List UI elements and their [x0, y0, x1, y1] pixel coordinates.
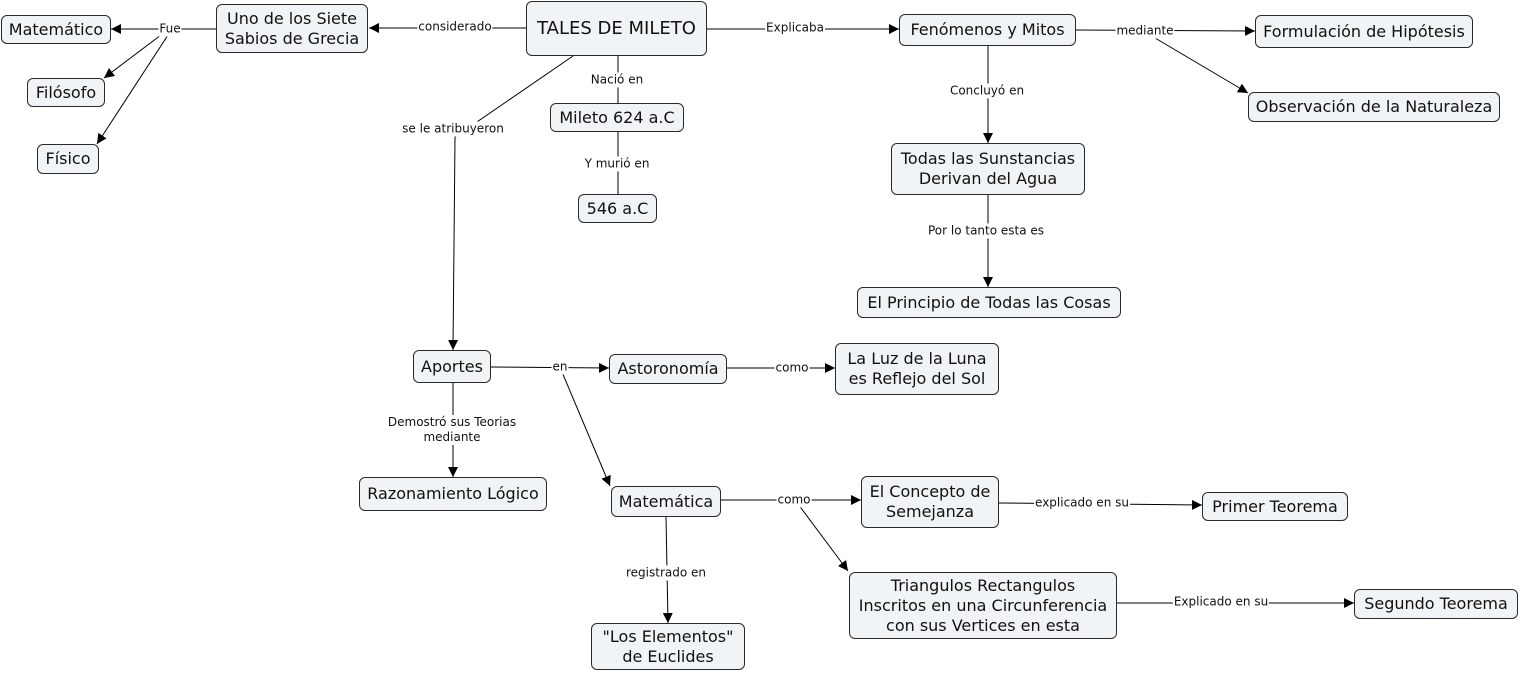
link-label-como-matematica: como — [776, 492, 812, 508]
link-label-considerado: considerado — [417, 19, 493, 35]
link-label-explicado-segundo: Explicado en su — [1172, 594, 1270, 610]
link-label-concluyo-en: Concluyó en — [948, 83, 1026, 99]
node-muerte[interactable]: 546 a.C — [578, 194, 657, 223]
node-filosofo[interactable]: Filósofo — [27, 78, 105, 107]
link-label-murio-en: Y murió en — [583, 156, 651, 172]
node-siete-sabios[interactable]: Uno de los Siete Sabios de Grecia — [216, 4, 368, 53]
node-triangulos-rectangulos[interactable]: Triangulos Rectangulos Inscritos en una … — [849, 572, 1117, 639]
node-primer-teorema[interactable]: Primer Teorema — [1202, 492, 1348, 521]
link-label-mediante: mediante — [1115, 23, 1175, 39]
link-label-por-lo-tanto: Por lo tanto esta es — [926, 223, 1046, 239]
node-mileto-nacimiento[interactable]: Mileto 624 a.C — [550, 103, 684, 132]
link-label-como-astronomia: como — [774, 360, 810, 376]
node-los-elementos-euclides[interactable]: "Los Elementos" de Euclides — [591, 623, 745, 670]
node-observacion-naturaleza[interactable]: Observación de la Naturaleza — [1248, 92, 1500, 122]
node-fenomenos-y-mitos[interactable]: Fenómenos y Mitos — [899, 14, 1076, 46]
link-label-explicado-primer: explicado en su — [1034, 495, 1130, 511]
node-tales-de-mileto[interactable]: TALES DE MILETO — [526, 1, 707, 56]
link-label-nacio-en: Nació en — [589, 72, 645, 88]
node-segundo-teorema[interactable]: Segundo Teorema — [1354, 589, 1518, 619]
node-matematica[interactable]: Matemática — [611, 486, 721, 517]
node-concepto-semejanza[interactable]: El Concepto de Semejanza — [861, 476, 999, 528]
node-aportes[interactable]: Aportes — [413, 350, 491, 383]
node-razonamiento-logico[interactable]: Razonamiento Lógico — [359, 477, 547, 511]
link-label-en: en — [551, 359, 569, 375]
node-fisico[interactable]: Físico — [37, 144, 99, 174]
link-label-fue: Fue — [158, 21, 182, 37]
link-label-atribuyeron: se le atribuyeron — [401, 121, 505, 137]
link-label-registrado-en: registrado en — [624, 565, 708, 581]
node-matematico[interactable]: Matemático — [1, 15, 111, 44]
node-formulacion-hipotesis[interactable]: Formulación de Hipótesis — [1255, 15, 1473, 48]
node-astronomia[interactable]: Astoronomía — [609, 354, 727, 384]
link-label-demostro: Demostró sus Teorias mediante — [386, 415, 518, 445]
node-luz-luna[interactable]: La Luz de la Luna es Reflejo del Sol — [835, 343, 999, 395]
node-principio-cosas[interactable]: El Principio de Todas las Cosas — [857, 287, 1121, 318]
link-label-explicaba: Explicaba — [765, 20, 825, 36]
node-sustancias-agua[interactable]: Todas las Sunstancias Derivan del Agua — [891, 143, 1085, 195]
